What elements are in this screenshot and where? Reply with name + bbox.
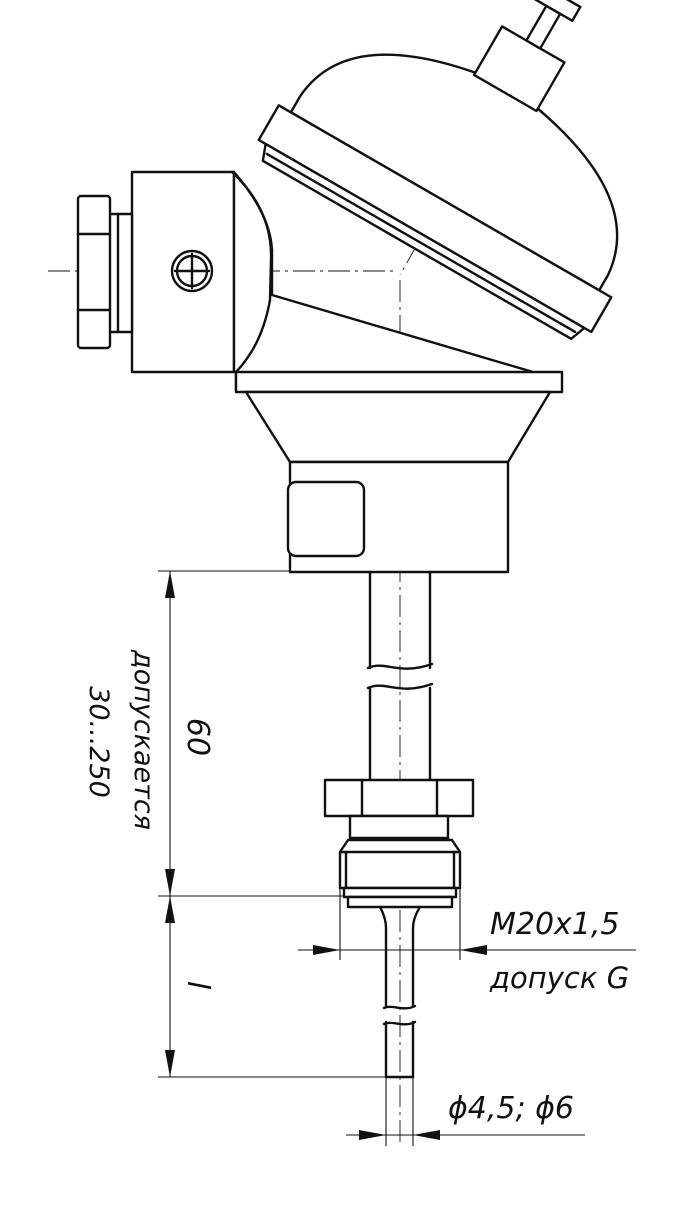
diameter-label: ϕ4,5; ϕ6 bbox=[448, 1091, 574, 1126]
terminal-head bbox=[170, 0, 619, 394]
head-lid bbox=[257, 0, 619, 341]
terminal-screw bbox=[170, 249, 214, 293]
length-main-note-2: 30...250 bbox=[83, 686, 114, 798]
length-main-note-1: допускается bbox=[128, 649, 159, 830]
probe-tip bbox=[378, 905, 422, 1079]
thread-size-label: M20x1,5 bbox=[490, 907, 620, 942]
dimensions bbox=[158, 570, 636, 1146]
thread-tolerance-label: допуск G bbox=[489, 961, 629, 995]
sheath-upper bbox=[366, 570, 434, 782]
labels: 60 допускается 30...250 l M20x1,5 допуск… bbox=[83, 649, 629, 1126]
neck-cone bbox=[244, 390, 552, 464]
fitting-thread bbox=[338, 838, 462, 890]
head-ledge bbox=[234, 370, 564, 394]
length-tip-label: l bbox=[180, 981, 215, 990]
gland-neck bbox=[106, 212, 134, 334]
fitting-neck bbox=[348, 814, 450, 840]
fitting bbox=[323, 778, 475, 909]
length-main-label: 60 bbox=[180, 718, 215, 756]
hex-nut bbox=[323, 778, 475, 818]
gland-nut bbox=[76, 194, 112, 350]
cable-gland bbox=[76, 170, 236, 374]
neck-window bbox=[286, 480, 366, 558]
head-neck bbox=[244, 390, 552, 574]
